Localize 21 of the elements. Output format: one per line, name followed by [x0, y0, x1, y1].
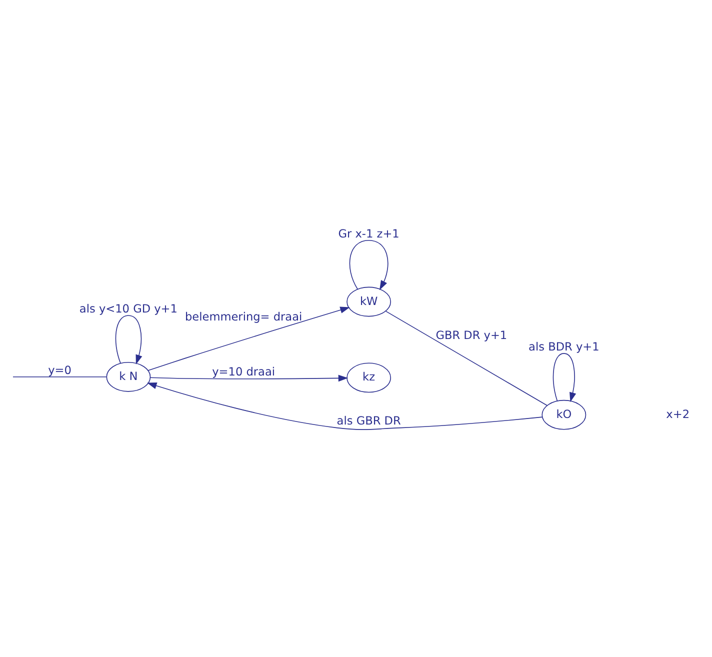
edge-label: Gr x-1 z+1: [338, 226, 400, 240]
arrow: [150, 374, 348, 382]
arrow: [115, 314, 142, 364]
node-ellipse: kz: [346, 362, 392, 392]
edge-label: y=10 draai: [212, 364, 276, 378]
edge-label: belemmering= draai: [185, 310, 302, 323]
arrow: [147, 382, 543, 430]
arrow: [148, 306, 350, 370]
connector: [12, 376, 107, 377]
connector: [385, 310, 548, 406]
node-ellipse: kW: [346, 286, 392, 316]
edge-label: GBR DR y+1: [436, 328, 508, 342]
edge-label: als GBR DR: [336, 414, 401, 428]
edge-label: als BDR y+1: [528, 340, 600, 353]
edge-label: als y<10 GD y+1: [79, 302, 178, 315]
node-ellipse: kO: [542, 399, 586, 430]
arrow: [349, 239, 388, 290]
node-ellipse: k N: [106, 361, 151, 392]
edge-label: y=0: [48, 363, 72, 376]
arrow: [552, 352, 576, 402]
label: x+2: [666, 407, 690, 420]
